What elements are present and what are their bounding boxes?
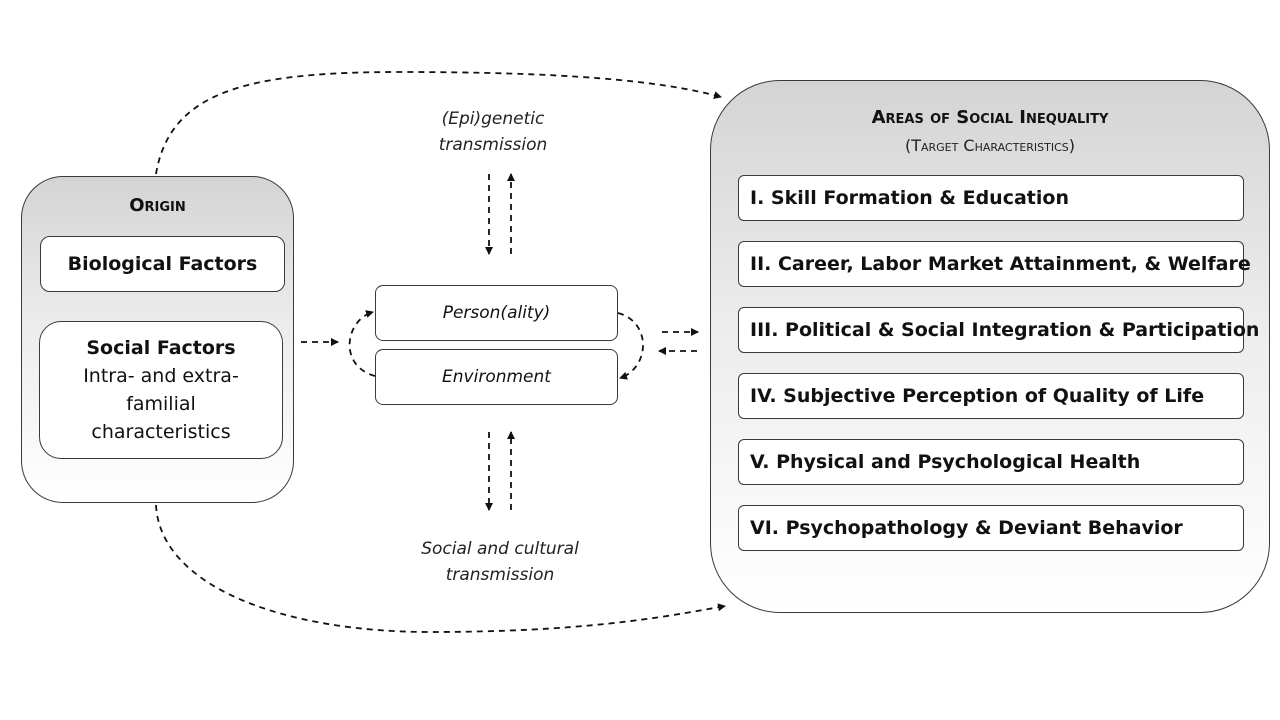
social-factors-title: Social Factors xyxy=(86,337,236,359)
areas-group: Areas of Social Inequality (Target Chara… xyxy=(710,80,1270,613)
area-item-skill-formation: I. Skill Formation & Education xyxy=(738,175,1244,221)
social-cultural-transmission-label: Social and cultural transmission xyxy=(421,539,579,585)
origin-title: Origin xyxy=(129,195,186,216)
epigenetic-transmission-label: (Epi)genetic transmission xyxy=(438,109,548,155)
area-item-political-integration: III. Political & Social Integration & Pa… xyxy=(738,307,1259,353)
biological-factors-box: Biological Factors xyxy=(40,236,285,292)
area-item-psychopathology: VI. Psychopathology & Deviant Behavior xyxy=(738,505,1244,551)
areas-subtitle: (Target Characteristics) xyxy=(904,136,1076,155)
origin-group: Origin Biological Factors Social Factors… xyxy=(21,176,294,503)
area-item-health: V. Physical and Psychological Health xyxy=(738,439,1244,485)
right-cycle-arrow xyxy=(617,312,644,380)
left-cycle-arrow xyxy=(348,310,376,377)
environment-box: Environment xyxy=(375,349,618,405)
personality-box: Person(ality) xyxy=(375,285,618,341)
social-factors-description: Intra- and extra-familial characteristic… xyxy=(83,365,239,443)
social-factors-box: Social Factors Intra- and extra-familial… xyxy=(39,321,283,459)
bottom-curved-arrow xyxy=(155,504,726,633)
area-item-career: II. Career, Labor Market Attainment, & W… xyxy=(738,241,1251,287)
areas-title: Areas of Social Inequality xyxy=(871,107,1109,128)
area-item-quality-of-life: IV. Subjective Perception of Quality of … xyxy=(738,373,1244,419)
top-curved-arrow xyxy=(155,71,722,175)
